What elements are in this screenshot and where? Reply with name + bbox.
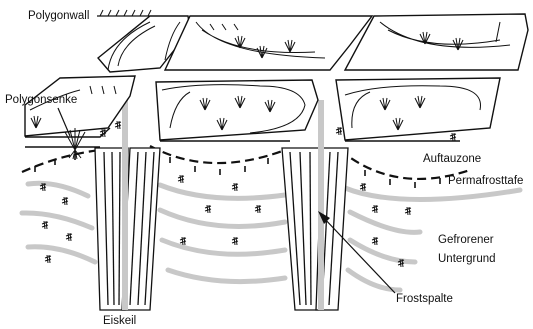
label-auftauzone: Auftauzone (423, 153, 481, 165)
label-frostspalte: Frostspalte (396, 293, 453, 305)
label-polygonsenke: Polygonsenke (5, 94, 77, 106)
polygon-mid-left (25, 76, 135, 136)
label-eiskeil: Eiskeil (103, 315, 136, 327)
polygon-top-right (345, 14, 528, 70)
label-gefrorener: Gefrorener (438, 234, 494, 246)
label-permafrosttafel: Permafrosttafe (448, 175, 523, 187)
permafrost-table-line (22, 146, 470, 188)
label-polygonwall: Polygonwall (28, 10, 89, 22)
polygon-mid-right (336, 78, 500, 140)
label-untergrund: Untergrund (438, 253, 496, 265)
polygon-surfaces (25, 14, 528, 140)
polygon-mid-center (156, 80, 318, 140)
polygon-top-middle (165, 16, 372, 70)
